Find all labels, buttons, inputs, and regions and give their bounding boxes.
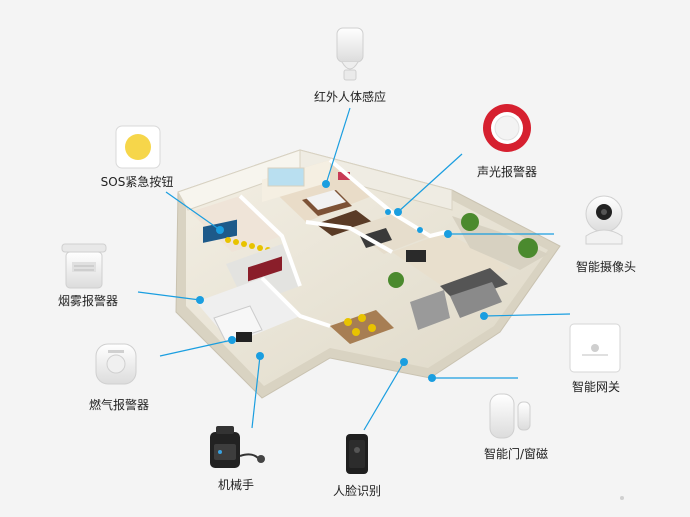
sos-button-icon	[115, 125, 161, 169]
gas-alarm-icon	[95, 343, 137, 385]
label-valve: 机械手	[217, 478, 255, 492]
house-illustration	[175, 149, 561, 399]
connector-lines	[137, 107, 571, 431]
label-siren: 声光报警器	[476, 165, 538, 179]
label-gateway: 智能网关	[571, 380, 621, 394]
label-sos: SOS紧急按钮	[100, 175, 174, 189]
label-smoke: 烟雾报警器	[57, 294, 119, 308]
label-camera: 智能摄像头	[575, 260, 637, 274]
label-pir: 红外人体感应	[313, 90, 387, 104]
face-recognition-icon	[346, 434, 368, 474]
sensor-dots	[196, 180, 488, 382]
siren-icon	[483, 104, 531, 152]
label-gas: 燃气报警器	[88, 398, 150, 412]
smoke-alarm-icon	[61, 243, 107, 289]
door-sensor-icon	[489, 393, 531, 439]
camera-icon	[585, 195, 623, 245]
valve-manipulator-icon	[210, 426, 265, 468]
label-door: 智能门/窗磁	[483, 447, 549, 461]
pir-sensor-icon	[336, 27, 364, 81]
label-face: 人脸识别	[332, 484, 382, 498]
gateway-icon	[569, 323, 621, 373]
decor-dot	[620, 496, 624, 500]
